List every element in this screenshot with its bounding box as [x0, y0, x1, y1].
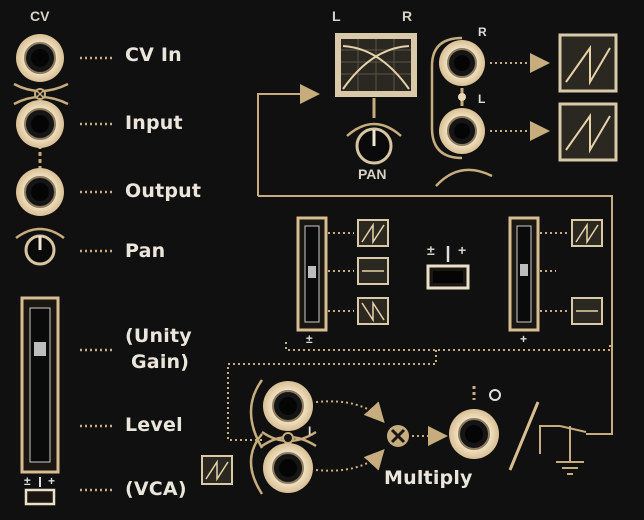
vca-switch-plus: +	[48, 474, 56, 488]
bipolar-slider-label: ±	[306, 332, 313, 346]
pan-label: Pan	[125, 240, 166, 262]
multiply-curve	[249, 379, 317, 495]
level-slider-handle[interactable]	[34, 342, 46, 356]
slider-leaders	[328, 232, 568, 312]
unity-label-line2: Gain)	[131, 351, 190, 373]
right-scope	[558, 33, 618, 93]
mode-switch-plus: +	[458, 242, 467, 258]
vca-switch-minus: ±	[24, 474, 31, 488]
pan-curve-display	[335, 33, 417, 97]
output-label: Output	[125, 180, 202, 202]
cv-mini-scope	[201, 455, 233, 485]
stereo-jacks	[430, 36, 493, 187]
pan-knob[interactable]	[15, 227, 65, 266]
ground-switch-icon	[539, 425, 600, 475]
slider-mini-scopes	[357, 219, 603, 325]
multiply-output-jack[interactable]	[449, 409, 499, 459]
unity-label-line1: (Unity	[125, 325, 192, 347]
multiply-label: Multiply	[384, 467, 473, 489]
stereo-arrows	[490, 53, 550, 141]
multiply-arrows	[315, 400, 448, 472]
pan-left-label: L	[332, 8, 341, 24]
cv-in-label: CV In	[125, 44, 182, 66]
multiply-icon	[387, 425, 409, 447]
level-label: Level	[125, 414, 183, 436]
vca-label: (VCA)	[125, 478, 187, 500]
multiply-input-b-jack[interactable]	[263, 443, 313, 493]
unipolar-slider[interactable]	[508, 216, 540, 332]
bipolar-slider[interactable]	[296, 216, 328, 332]
mini-scope-traces	[361, 222, 599, 323]
left-scope	[558, 102, 618, 162]
pan-knob-large[interactable]	[346, 98, 402, 165]
pan-knob-label: PAN	[358, 166, 387, 182]
attenuverter-mark: I	[308, 424, 312, 438]
unipolar-slider-label: +	[520, 332, 528, 346]
multiply-output-marks	[472, 386, 540, 471]
left-module	[13, 34, 112, 506]
cv-in-jack[interactable]	[16, 34, 64, 82]
output-jack[interactable]	[16, 168, 64, 216]
input-label: Input	[125, 112, 183, 134]
right-out-jack[interactable]	[439, 40, 485, 86]
jack-l-label: L	[478, 92, 486, 106]
cv-curve-symbol	[13, 82, 69, 106]
pan-right-label: R	[402, 8, 413, 24]
label-leaders	[80, 56, 112, 492]
left-out-jack[interactable]	[439, 108, 485, 154]
mode-switch-minus: ±	[427, 242, 435, 258]
bracket-line	[227, 342, 611, 441]
multiply-input-a-jack[interactable]	[263, 381, 313, 431]
cv-header: CV	[30, 8, 50, 24]
jack-r-label: R	[478, 25, 487, 39]
input-jack[interactable]	[16, 100, 64, 148]
vca-switch[interactable]	[24, 477, 56, 506]
level-slider[interactable]	[20, 296, 60, 474]
mode-switch[interactable]	[426, 246, 470, 290]
